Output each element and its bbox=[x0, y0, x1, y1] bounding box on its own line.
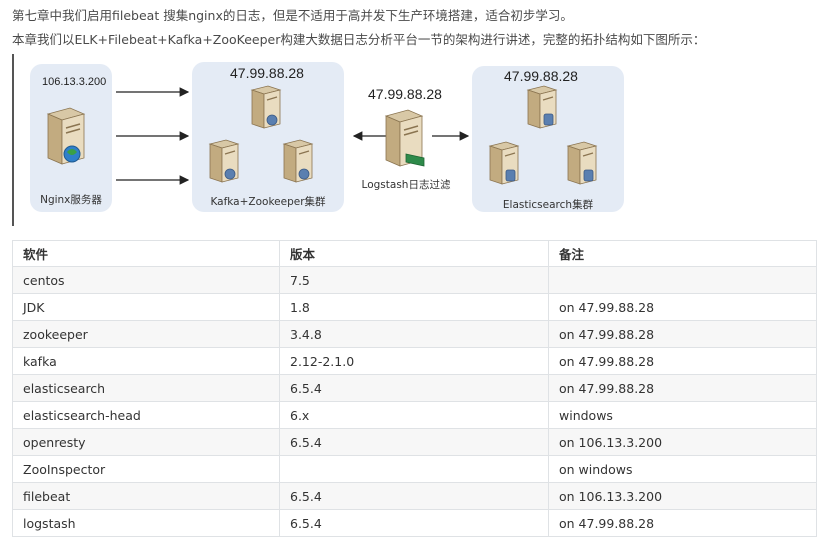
software-table: 软件 版本 备注 centos 7.5 JDK 1.8 on 47.99.88.… bbox=[12, 240, 817, 537]
cell-software: elasticsearch-head bbox=[12, 401, 280, 429]
server-icon bbox=[384, 109, 425, 167]
cell-software: ZooInspector bbox=[12, 455, 280, 483]
server-icon bbox=[46, 107, 86, 165]
server-icon bbox=[526, 85, 558, 129]
cell-note: windows bbox=[548, 401, 817, 429]
table-row: elasticsearch 6.5.4 on 47.99.88.28 bbox=[12, 374, 817, 402]
arrows-to-kafka bbox=[116, 87, 190, 185]
arrow-logstash-elastic bbox=[432, 131, 470, 141]
server-icon bbox=[208, 139, 240, 183]
table-row: zookeeper 3.4.8 on 47.99.88.28 bbox=[12, 320, 817, 348]
table-row: kafka 2.12-2.1.0 on 47.99.88.28 bbox=[12, 347, 817, 375]
cell-software: filebeat bbox=[12, 482, 280, 510]
header-version: 版本 bbox=[279, 240, 549, 267]
table-row: centos 7.5 bbox=[12, 266, 817, 294]
quote-bar bbox=[12, 54, 14, 226]
server-icon bbox=[488, 141, 520, 185]
header-note: 备注 bbox=[548, 240, 817, 267]
cell-version: 1.8 bbox=[279, 293, 549, 321]
cell-version: 6.5.4 bbox=[279, 509, 549, 537]
server-icon bbox=[566, 141, 598, 185]
topology-diagram: 106.13.3.200 Nginx服务器 47.99.88.28 bbox=[12, 54, 666, 226]
cell-version: 6.5.4 bbox=[279, 374, 549, 402]
cell-software: kafka bbox=[12, 347, 280, 375]
arrow-kafka-logstash bbox=[352, 131, 386, 141]
cell-version: 6.x bbox=[279, 401, 549, 429]
table-row: logstash 6.5.4 on 47.99.88.28 bbox=[12, 509, 817, 537]
cell-software: openresty bbox=[12, 428, 280, 456]
cell-software: centos bbox=[12, 266, 280, 294]
table-row: openresty 6.5.4 on 106.13.3.200 bbox=[12, 428, 817, 456]
cell-note bbox=[548, 266, 817, 294]
cell-version: 6.5.4 bbox=[279, 482, 549, 510]
elastic-label: Elasticsearch集群 bbox=[502, 199, 594, 211]
table-row: JDK 1.8 on 47.99.88.28 bbox=[12, 293, 817, 321]
cell-version: 7.5 bbox=[279, 266, 549, 294]
cell-note: on 47.99.88.28 bbox=[548, 293, 817, 321]
table-row: ZooInspector on windows bbox=[12, 455, 817, 483]
cell-note: on 47.99.88.28 bbox=[548, 320, 817, 348]
cell-version bbox=[279, 455, 549, 483]
header-software: 软件 bbox=[12, 240, 280, 267]
cell-note: on 47.99.88.28 bbox=[548, 347, 817, 375]
logstash-ip: 47.99.88.28 bbox=[368, 86, 442, 102]
elastic-ip: 47.99.88.28 bbox=[504, 68, 578, 84]
server-icon bbox=[282, 139, 314, 183]
logstash-label: Logstash日志过滤 bbox=[361, 179, 451, 191]
cell-version: 6.5.4 bbox=[279, 428, 549, 456]
cell-note: on 106.13.3.200 bbox=[548, 482, 817, 510]
table-row: filebeat 6.5.4 on 106.13.3.200 bbox=[12, 482, 817, 510]
cell-note: on 47.99.88.28 bbox=[548, 509, 817, 537]
nginx-label: Nginx服务器 bbox=[40, 194, 102, 206]
cell-software: zookeeper bbox=[12, 320, 280, 348]
cell-software: JDK bbox=[12, 293, 280, 321]
table-row: elasticsearch-head 6.x windows bbox=[12, 401, 817, 429]
table-header-row: 软件 版本 备注 bbox=[12, 240, 817, 267]
cell-software: logstash bbox=[12, 509, 280, 537]
cell-note: on 106.13.3.200 bbox=[548, 428, 817, 456]
cell-note: on 47.99.88.28 bbox=[548, 374, 817, 402]
kafka-label: Kafka+Zookeeper集群 bbox=[210, 196, 326, 208]
kafka-ip: 47.99.88.28 bbox=[230, 65, 304, 81]
server-icon bbox=[250, 85, 282, 129]
intro-line-2: 本章我们以ELK+Filebeat+Kafka+ZooKeeper构建大数据日志… bbox=[12, 32, 706, 47]
cell-version: 3.4.8 bbox=[279, 320, 549, 348]
cell-version: 2.12-2.1.0 bbox=[279, 347, 549, 375]
cell-note: on windows bbox=[548, 455, 817, 483]
software-table-wrap: 软件 版本 备注 centos 7.5 JDK 1.8 on 47.99.88.… bbox=[12, 240, 817, 537]
intro-line-1: 第七章中我们启用filebeat 搜集nginx的日志，但是不适用于高并发下生产… bbox=[12, 8, 573, 23]
cell-software: elasticsearch bbox=[12, 374, 280, 402]
nginx-ip: 106.13.3.200 bbox=[42, 76, 107, 88]
